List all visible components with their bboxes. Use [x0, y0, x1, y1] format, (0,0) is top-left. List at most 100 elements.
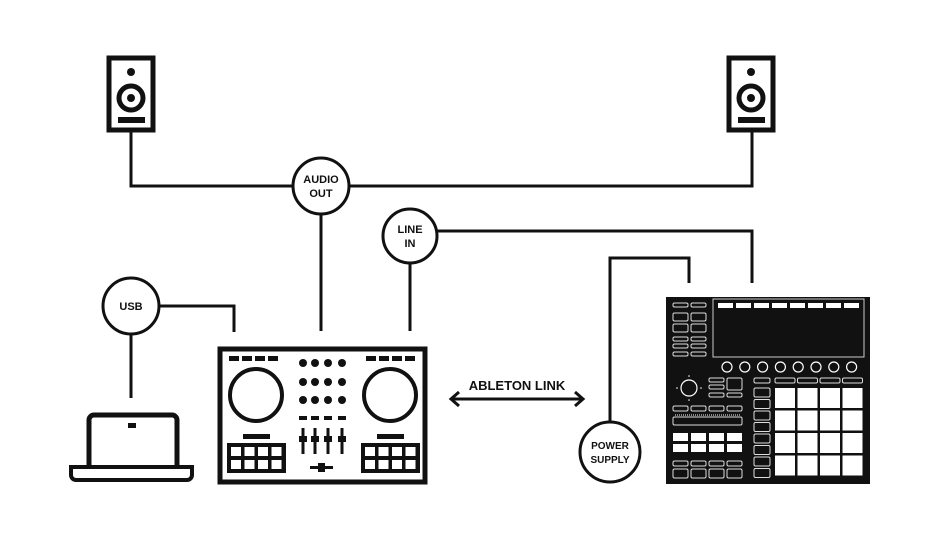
function-button — [690, 351, 707, 357]
group-button — [753, 468, 771, 478]
encoder-knob — [845, 361, 858, 373]
mixer-knob — [324, 396, 332, 404]
function-button — [672, 302, 689, 308]
audio-out-label-2: OUT — [309, 188, 333, 200]
drum-pad — [842, 410, 863, 431]
jog-dot — [676, 387, 678, 389]
group-button — [753, 433, 771, 444]
encoder-knob — [721, 361, 733, 373]
pad — [378, 447, 389, 456]
mixer-knob — [324, 378, 332, 386]
usb-bubble: USB — [101, 276, 161, 336]
group-button — [753, 445, 771, 455]
function-button — [690, 312, 707, 322]
bottom-button — [708, 468, 725, 479]
function-button — [690, 336, 707, 342]
display-button — [754, 303, 769, 308]
transport-button — [708, 405, 725, 412]
mixer-knob — [338, 396, 346, 404]
nav-button — [708, 384, 725, 390]
display-button — [808, 303, 823, 308]
cable-line-in-groovebox — [437, 229, 754, 283]
drum-pad — [775, 433, 795, 453]
pad — [244, 447, 255, 456]
jog-wheel — [228, 367, 284, 423]
jog-dot — [700, 387, 702, 389]
encoder-knob — [739, 361, 751, 373]
display-button — [826, 303, 841, 308]
display-button — [718, 303, 733, 308]
mixer-button — [338, 416, 346, 420]
function-button — [690, 343, 707, 349]
pad — [392, 460, 402, 469]
pad — [271, 460, 282, 469]
deck-bar — [243, 434, 270, 439]
bottom-button — [672, 460, 689, 467]
mixer-knob — [299, 359, 307, 367]
drum-pad — [775, 388, 795, 408]
deck-button — [379, 356, 389, 361]
pad — [365, 447, 375, 456]
speaker-left-icon — [106, 55, 156, 133]
cable-usb-controller — [159, 304, 236, 332]
mode-button — [709, 433, 724, 441]
drum-pad — [775, 455, 795, 476]
encoder-knob — [828, 361, 840, 373]
nav-button — [708, 377, 725, 383]
transport-button — [672, 405, 689, 412]
function-button — [672, 312, 689, 322]
nav-button — [726, 392, 743, 398]
function-button — [672, 336, 689, 342]
drum-pad — [820, 410, 840, 431]
touch-strip — [672, 416, 743, 426]
jog-wheel — [362, 367, 418, 423]
drum-pad — [820, 455, 840, 476]
mixer-button — [299, 416, 307, 420]
drum-pad — [797, 433, 818, 453]
group-button — [753, 456, 771, 467]
drum-pad — [775, 410, 795, 431]
drum-pad — [842, 455, 863, 476]
display-button — [790, 303, 805, 308]
bottom-button — [726, 468, 743, 479]
pad — [258, 447, 268, 456]
mode-button — [673, 433, 688, 441]
line-in-bubble: LINE IN — [381, 207, 439, 265]
function-button — [672, 323, 689, 333]
pad — [405, 460, 416, 469]
mode-button — [727, 433, 742, 441]
jog-dot — [688, 375, 690, 377]
bottom-button — [726, 460, 743, 467]
pad-mode-button — [842, 377, 863, 384]
bottom-button — [690, 460, 707, 467]
mixer-knob — [338, 378, 346, 386]
group-button — [753, 422, 771, 432]
display — [712, 298, 865, 358]
mixer-knob — [338, 359, 346, 367]
mixer-knob — [324, 359, 332, 367]
deck-button — [268, 356, 278, 361]
encoder-knob — [810, 361, 822, 373]
pad — [231, 460, 241, 469]
line-in-label-2: IN — [405, 238, 416, 250]
deck-button — [255, 356, 265, 361]
cable-power — [608, 256, 691, 422]
mixer-knob — [311, 359, 319, 367]
power-supply-bubble: POWER SUPPLY — [578, 420, 642, 484]
jog-dot — [688, 399, 690, 401]
deck-button — [405, 356, 415, 361]
fader-cap — [338, 436, 346, 442]
mixer-knob — [299, 378, 307, 386]
group-button — [753, 410, 771, 421]
pad-mode-button — [774, 377, 796, 384]
fader-cap — [324, 436, 332, 442]
display-button — [772, 303, 787, 308]
pad — [231, 447, 241, 456]
deck-button — [229, 356, 239, 361]
display-button — [736, 303, 751, 308]
jog-encoder — [680, 379, 698, 397]
mode-button — [727, 444, 742, 452]
mode-button — [691, 444, 706, 452]
function-button — [690, 323, 707, 333]
